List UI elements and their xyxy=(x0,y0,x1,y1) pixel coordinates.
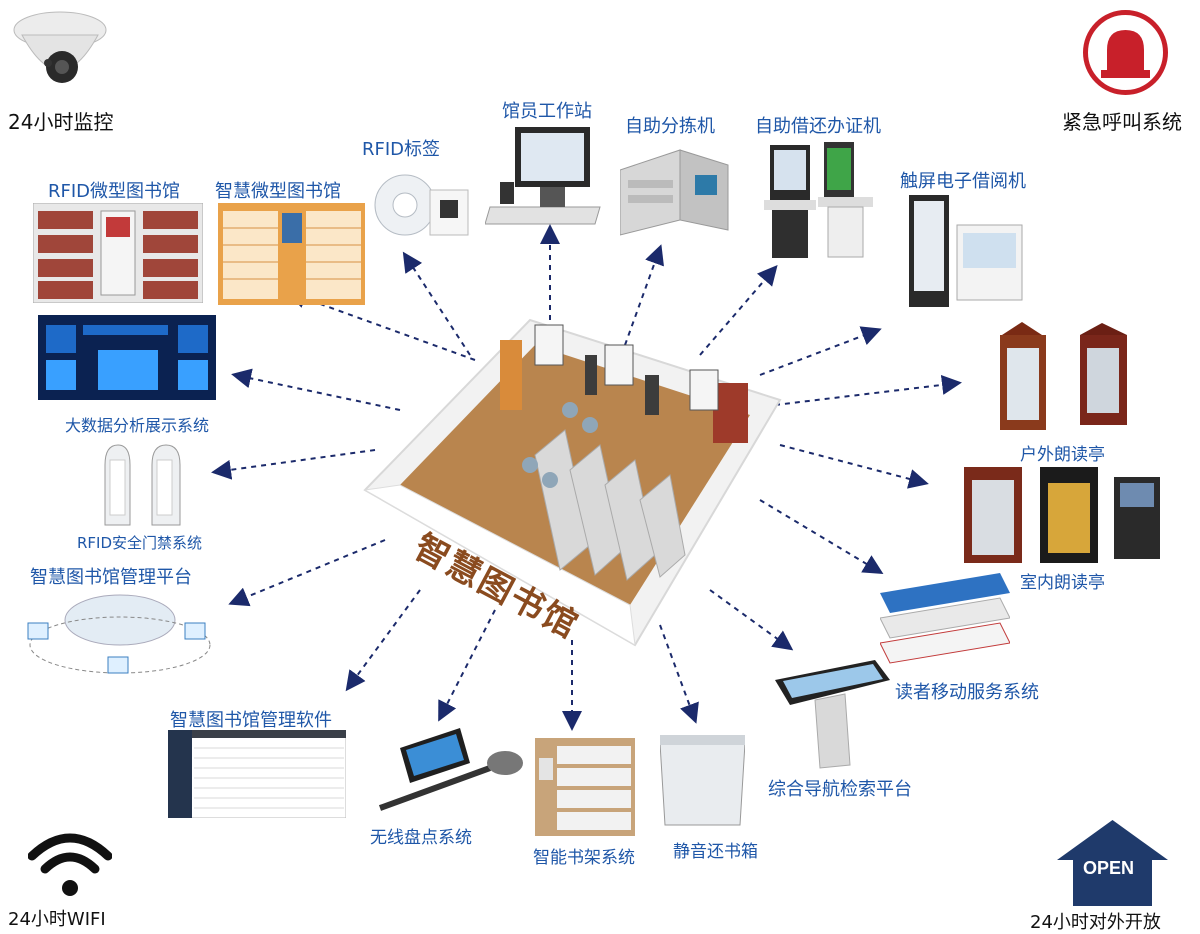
arrow-outdoor xyxy=(774,374,962,406)
label-rfid-gate: RFID安全门禁系统 xyxy=(77,534,203,552)
label-smart-shelf: 智能书架系统 xyxy=(533,848,635,868)
outdoor-reading-booth-image xyxy=(1000,322,1127,430)
management-platform-network-image xyxy=(27,594,211,674)
label-rfid-mini-library: RFID微型图书馆 xyxy=(48,181,181,202)
label-indoor-booth: 室内朗读亭 xyxy=(1020,573,1105,593)
label-24h-open: 24小时对外开放 xyxy=(1030,912,1161,933)
self-checkout-machine-image xyxy=(764,142,873,258)
silent-return-box-image xyxy=(660,735,745,826)
smart-bookshelf-image xyxy=(535,738,635,836)
label-mgmt-platform: 智慧图书馆管理平台 xyxy=(30,567,192,588)
arrow-return xyxy=(659,624,699,724)
label-outdoor-booth: 户外朗读亭 xyxy=(1020,445,1105,465)
label-big-data: 大数据分析展示系统 xyxy=(65,416,210,435)
open-house-icon xyxy=(1057,820,1168,906)
arrow-indoor xyxy=(779,444,929,489)
arrow-platform xyxy=(228,539,386,607)
mobile-service-screens-image xyxy=(880,573,1010,664)
touch-ebook-machine-image xyxy=(909,195,1023,307)
arrow-nav xyxy=(709,589,794,651)
navigation-kiosk-image xyxy=(775,660,890,769)
indoor-reading-booth-image xyxy=(964,467,1160,563)
librarian-workstation-image xyxy=(485,127,601,225)
smart-mini-library-image xyxy=(218,203,365,305)
smart-library-3d-illustration xyxy=(363,318,782,647)
arrow-bigdata xyxy=(231,368,401,411)
label-mgmt-software: 智慧图书馆管理软件 xyxy=(170,710,332,731)
label-nav-search: 综合导航检索平台 xyxy=(768,779,912,800)
arrow-gate xyxy=(211,449,376,480)
open-sign-text: OPEN xyxy=(1083,858,1135,878)
arrow-sorter xyxy=(624,244,664,346)
label-self-sorter: 自助分拣机 xyxy=(625,116,715,137)
label-24h-wifi: 24小时WIFI xyxy=(8,909,106,930)
cctv-camera-icon xyxy=(13,11,107,83)
label-emergency-call: 紧急呼叫系统 xyxy=(1062,110,1182,134)
label-wireless-inventory: 无线盘点系统 xyxy=(370,828,472,848)
rfid-security-gate-image xyxy=(104,444,181,526)
rfid-tag-image xyxy=(374,174,469,236)
label-rfid-tag: RFID标签 xyxy=(362,139,441,160)
rfid-mini-library-image xyxy=(33,203,203,303)
alarm-bell-icon xyxy=(1083,10,1168,95)
arrow-mobile xyxy=(759,499,884,575)
label-smart-mini-library: 智慧微型图书馆 xyxy=(215,181,341,202)
label-librarian-workstation: 馆员工作站 xyxy=(502,101,592,122)
big-data-dashboard-image xyxy=(38,315,216,400)
wifi-icon xyxy=(28,833,112,896)
label-touch-ebook: 触屏电子借阅机 xyxy=(900,171,1026,192)
arrow-ebook xyxy=(759,326,882,376)
arrow-inventory xyxy=(438,609,496,722)
label-silent-return: 静音还书箱 xyxy=(673,842,758,862)
arrow-software xyxy=(345,589,421,692)
management-software-screenshot-image xyxy=(168,730,346,818)
label-self-checkout: 自助借还办证机 xyxy=(755,116,881,137)
self-sorter-image xyxy=(620,149,729,236)
label-24h-monitoring: 24小时监控 xyxy=(8,110,114,134)
label-mobile-service: 读者移动服务系统 xyxy=(895,682,1039,703)
wireless-inventory-scanner-image xyxy=(378,728,523,811)
